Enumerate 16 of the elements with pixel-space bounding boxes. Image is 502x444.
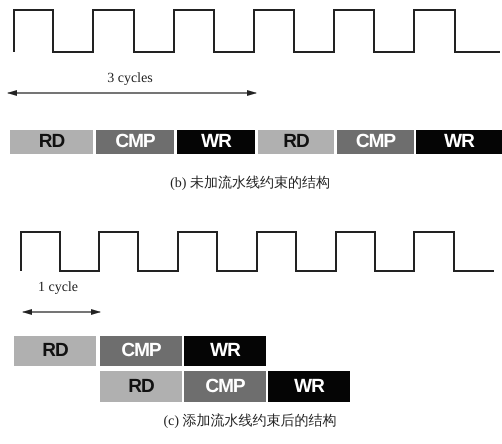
read-stage-block: RD — [10, 130, 93, 154]
read-stage-block: RD — [258, 130, 334, 154]
write-stage-block: WR — [177, 130, 255, 154]
figure-caption: (b) 未加流水线约束的结构 — [170, 174, 330, 192]
dimension-label: 1 cycle — [38, 280, 78, 296]
figure-caption: (c) 添加流水线约束后的结构 — [163, 412, 337, 430]
write-stage-block: WR — [416, 130, 502, 154]
write-stage-block: WR — [268, 371, 350, 402]
read-stage-block: RD — [14, 336, 96, 366]
compare-stage-block: CMP — [96, 130, 174, 154]
dimension-label: 3 cycles — [107, 71, 153, 87]
compare-stage-block: CMP — [184, 371, 266, 402]
read-stage-block: RD — [100, 371, 182, 402]
compare-stage-block: CMP — [100, 336, 182, 366]
write-stage-block: WR — [184, 336, 266, 366]
compare-stage-block: CMP — [337, 130, 414, 154]
